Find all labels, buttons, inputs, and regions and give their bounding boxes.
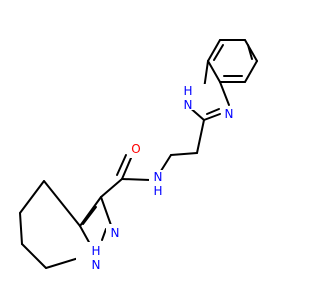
benzimidazole-n-label: N <box>225 107 234 121</box>
pyrazole-n-label: N <box>111 226 120 240</box>
carbonyl-o-label: O <box>131 142 140 156</box>
